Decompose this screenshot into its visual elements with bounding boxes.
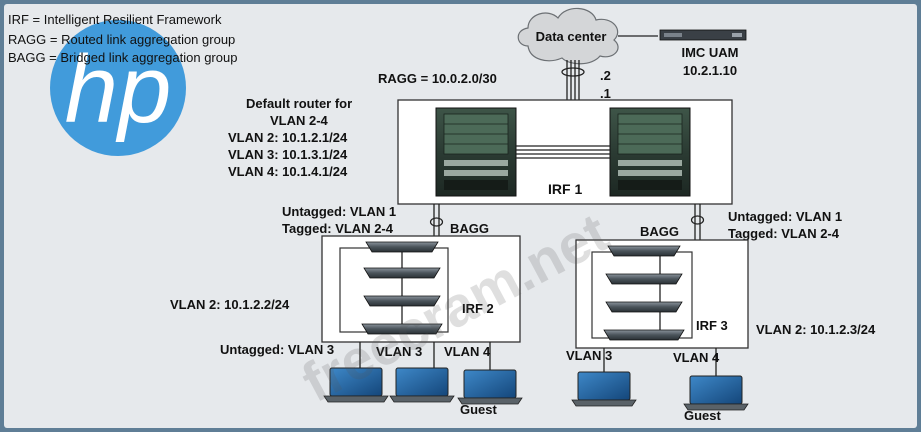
ragg-ip-top: .2 xyxy=(600,68,611,83)
irf1-chassis-left xyxy=(435,107,517,197)
laptop-icon xyxy=(323,367,389,403)
right-port1-label: VLAN 3 xyxy=(566,348,612,363)
right-port2-label: VLAN 4 xyxy=(673,350,720,365)
irf1-label: IRF 1 xyxy=(548,181,582,197)
laptop-icon xyxy=(683,375,749,411)
right-untagged-label: Untagged: VLAN 1 xyxy=(728,209,842,224)
imc-uam-label: IMC UAM xyxy=(681,45,738,60)
imc-uam-ip: 10.2.1.10 xyxy=(683,63,737,78)
router-info: Default router for VLAN 2-4 VLAN 2: 10.1… xyxy=(228,96,352,179)
legend-bagg: BAGG = Bridged link aggregation group xyxy=(8,50,237,65)
router-vlan3: VLAN 3: 10.1.3.1/24 xyxy=(228,147,348,162)
legend: IRF = Intelligent Resilient Framework RA… xyxy=(8,12,237,65)
laptop-icon xyxy=(571,371,637,407)
irf1-interconnect xyxy=(516,145,610,159)
left-untagged-label: Untagged: VLAN 1 xyxy=(282,204,396,219)
left-guest-label: Guest xyxy=(460,402,498,417)
laptop-icon xyxy=(457,369,523,405)
data-center-label: Data center xyxy=(536,29,607,44)
irf1-chassis-right xyxy=(609,107,691,197)
irf2-switch-stack xyxy=(361,241,443,335)
left-bagg-link xyxy=(429,204,444,236)
router-vlan2: VLAN 2: 10.1.2.1/24 xyxy=(228,130,348,145)
hp-logo-text: hp xyxy=(65,36,172,143)
diagram-canvas: hp IRF = Intelligent Resilient Framework… xyxy=(8,7,876,423)
ragg-uplink xyxy=(561,60,585,100)
irf2-label: IRF 2 xyxy=(462,301,494,316)
data-center-cloud: Data center xyxy=(517,7,619,65)
left-tagged-label: Tagged: VLAN 2-4 xyxy=(282,221,394,236)
right-bagg-label: BAGG xyxy=(640,224,679,239)
left-access-links xyxy=(359,342,491,370)
left-bagg-label: BAGG xyxy=(450,221,489,236)
irf3-label: IRF 3 xyxy=(696,318,728,333)
network-diagram: hp IRF = Intelligent Resilient Framework… xyxy=(4,4,917,428)
irf3-vlan-label: VLAN 2: 10.1.2.3/24 xyxy=(756,322,876,337)
hp-logo: hp xyxy=(50,20,186,156)
router-line2: VLAN 2-4 xyxy=(270,113,329,128)
irf2-vlan-label: VLAN 2: 10.1.2.2/24 xyxy=(170,297,290,312)
right-tagged-label: Tagged: VLAN 2-4 xyxy=(728,226,840,241)
legend-ragg: RAGG = Routed link aggregation group xyxy=(8,32,235,47)
left-port1-label: Untagged: VLAN 3 xyxy=(220,342,334,357)
ragg-label: RAGG = 10.0.2.0/30 xyxy=(378,71,497,86)
right-access-links xyxy=(603,348,717,376)
laptop-icon xyxy=(389,367,455,403)
router-vlan4: VLAN 4: 10.1.4.1/24 xyxy=(228,164,348,179)
left-port2-label: VLAN 3 xyxy=(376,344,422,359)
irf2-box xyxy=(321,235,521,343)
left-port3-label: VLAN 4 xyxy=(444,344,491,359)
irf3-switch-stack xyxy=(603,245,685,341)
server-icon xyxy=(659,29,747,41)
ragg-ip-bottom: .1 xyxy=(600,86,611,101)
right-guest-label: Guest xyxy=(684,408,722,423)
right-bagg-link xyxy=(690,204,705,240)
router-line1: Default router for xyxy=(246,96,352,111)
legend-irf: IRF = Intelligent Resilient Framework xyxy=(8,12,222,27)
